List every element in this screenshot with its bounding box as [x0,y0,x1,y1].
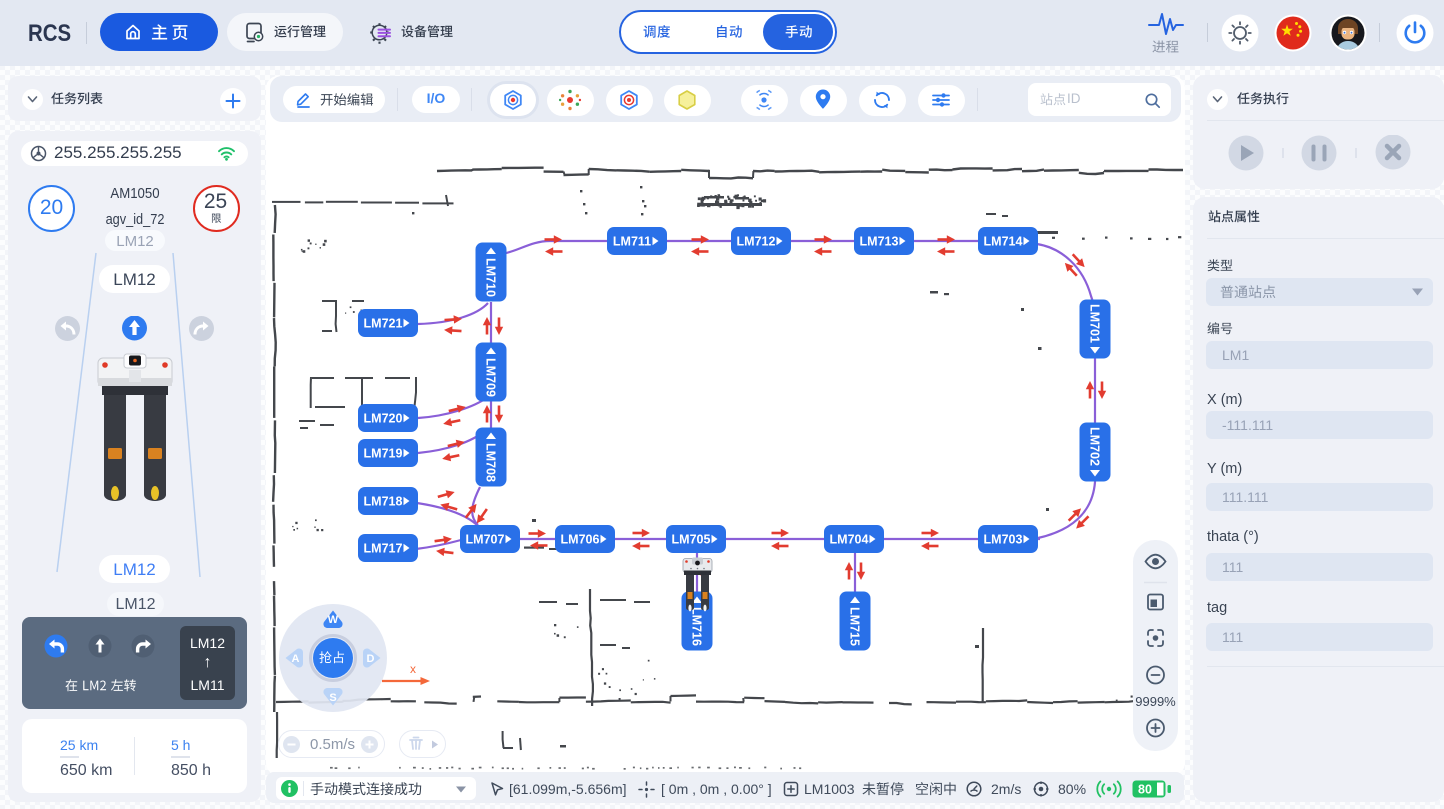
svg-text:LM711: LM711 [613,235,651,249]
svg-text:LM701: LM701 [1088,304,1102,343]
svg-text:LM719: LM719 [364,447,403,461]
svg-text:D: D [367,653,375,665]
svg-text:80: 80 [1138,783,1152,797]
svg-text:LM702: LM702 [1088,427,1102,466]
svg-text:LM721: LM721 [364,317,403,331]
svg-text:LM703: LM703 [984,533,1023,547]
svg-text:LM704: LM704 [830,533,869,547]
svg-text:LM720: LM720 [364,412,403,426]
svg-text:LM718: LM718 [364,495,403,509]
svg-text:LM713: LM713 [860,235,899,249]
svg-text:W: W [328,614,339,626]
svg-text:LM715: LM715 [848,607,862,646]
svg-text:LM712: LM712 [737,235,776,249]
svg-text:x: x [410,663,416,676]
svg-text:LM714: LM714 [984,235,1023,249]
svg-text:9999%: 9999% [1135,694,1176,709]
svg-text:LM707: LM707 [466,533,505,547]
svg-text:LM705: LM705 [672,533,711,547]
svg-text:LM716: LM716 [690,607,704,646]
svg-text:LM710: LM710 [484,258,498,297]
svg-text:LM708: LM708 [484,443,498,482]
svg-text:LM717: LM717 [364,542,403,556]
svg-text:LM706: LM706 [561,533,600,547]
svg-text:A: A [292,653,300,665]
svg-text:LM709: LM709 [484,358,498,397]
svg-text:S: S [329,692,336,704]
